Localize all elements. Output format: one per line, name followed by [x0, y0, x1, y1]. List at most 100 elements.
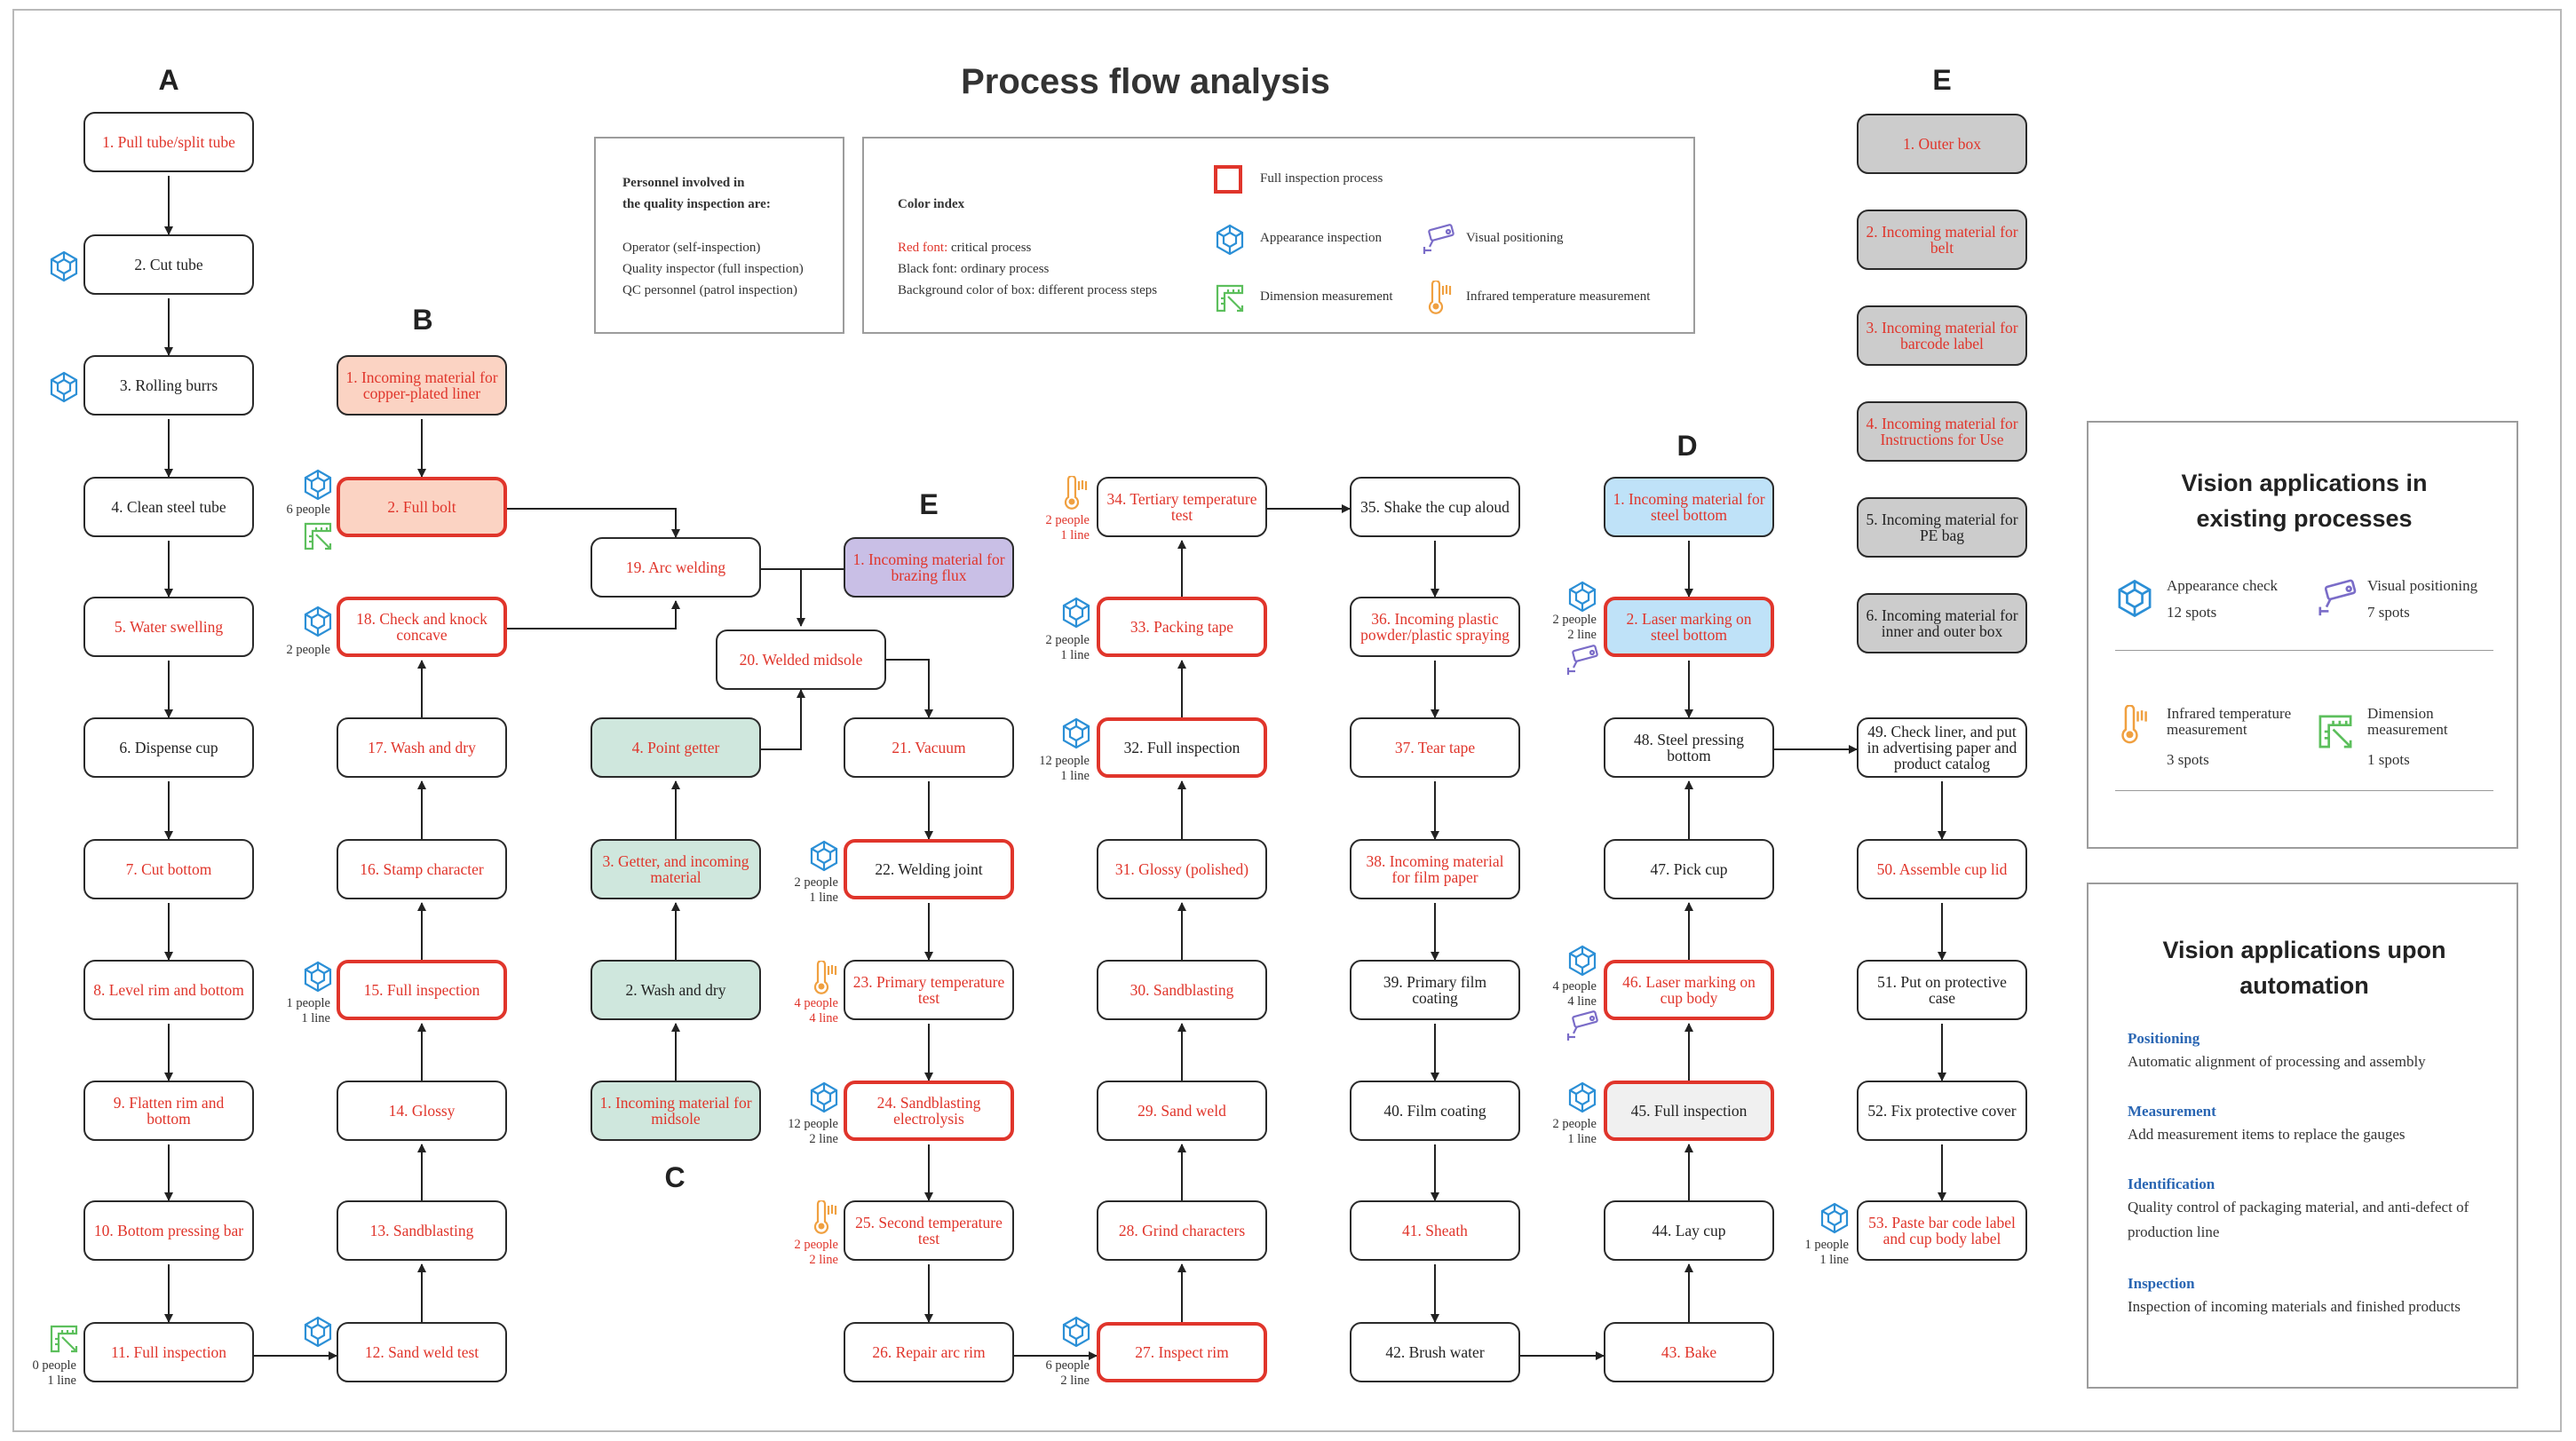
process-node-b20: 20. Welded midsole [716, 629, 886, 690]
appearance-inspection-icon [50, 250, 78, 282]
process-node-b1: 1. Incoming material for copper-plated l… [337, 355, 507, 416]
full-inspection-legend-swatch [1214, 165, 1242, 194]
appearance-inspection-icon [1062, 597, 1090, 629]
staffing-line: 1 people [1804, 1238, 1849, 1252]
staffing-line: 6 people [1045, 1358, 1090, 1373]
process-node-a2: 2. Cut tube [83, 234, 254, 295]
infrared-label-1: Infrared temperature [2167, 705, 2292, 722]
diagram-frame [12, 9, 2562, 1432]
process-node-a7: 7. Cut bottom [83, 839, 254, 899]
process-node-n24: 24. Sandblasting electrolysis [844, 1081, 1014, 1141]
personnel-box: Personnel involved in the quality inspec… [594, 137, 844, 334]
appearance-inspection-icon [1214, 224, 1246, 260]
staffing-line: 2 line [809, 1132, 838, 1146]
connector [761, 689, 805, 750]
infrared-count: 3 spots [2167, 751, 2209, 768]
staffing-line: 1 line [47, 1374, 76, 1388]
process-node-a9: 9. Flatten rim and bottom [83, 1081, 254, 1141]
process-node-e4: 4. Incoming material for Instructions fo… [1857, 401, 2027, 462]
column-label-d: D [1676, 430, 1698, 462]
process-node-d2: 2. Laser marking on steel bottom [1604, 597, 1774, 657]
process-node-a4: 4. Clean steel tube [83, 477, 254, 537]
process-node-e2: 2. Incoming material for belt [1857, 210, 2027, 270]
process-node-n47: 47. Pick cup [1604, 839, 1774, 899]
color-index-red-line: Red font: critical process [898, 241, 1031, 256]
process-node-b18: 18. Check and knock concave [337, 597, 507, 657]
identification-text: Quality control of packaging material, a… [2128, 1199, 2469, 1240]
staffing-line: 2 people [286, 643, 330, 657]
appearance-inspection-icon [1568, 581, 1597, 613]
process-node-c2: 2. Wash and dry [590, 960, 761, 1020]
process-node-e6: 6. Incoming material for inner and outer… [1857, 593, 2027, 653]
process-node-c1: 1. Incoming material for midsole [590, 1081, 761, 1141]
process-node-a8: 8. Level rim and bottom [83, 960, 254, 1020]
infrared-temperature-icon [813, 1200, 837, 1234]
personnel-item: Operator (self-inspection) [622, 241, 761, 255]
dimension-label-1: Dimension [2367, 705, 2434, 722]
process-node-a5: 5. Water swelling [83, 597, 254, 657]
staffing-line: 2 people [1045, 633, 1090, 647]
process-node-n45: 45. Full inspection [1604, 1081, 1774, 1141]
staffing-line: 1 people [286, 996, 330, 1010]
red-font-label: Red font: [898, 241, 948, 255]
staffing-line: 12 people [1039, 754, 1090, 768]
vision-automation-panel: Vision applications upon automation Posi… [2087, 883, 2518, 1389]
staffing-line: 2 people [1552, 1117, 1597, 1131]
appearance-inspection-icon [304, 1316, 332, 1348]
appearance-inspection-icon [1568, 1081, 1597, 1113]
process-node-b12: 12. Sand weld test [337, 1322, 507, 1382]
connector [886, 659, 933, 718]
process-node-n33: 33. Packing tape [1097, 597, 1267, 657]
process-node-c3: 3. Getter, and incoming material [590, 839, 761, 899]
red-font-text: critical process [947, 241, 1032, 255]
appearance-check-count: 12 spots [2167, 604, 2217, 621]
visual-positioning-icon [1421, 224, 1456, 260]
process-node-n27: 27. Inspect rim [1097, 1322, 1267, 1382]
color-index-box: Color index Red font: critical process B… [862, 137, 1695, 334]
staffing-line: 2 line [1060, 1374, 1090, 1388]
dimension-measurement-icon [1214, 282, 1246, 319]
process-node-e1mid: 1. Incoming material for brazing flux [844, 537, 1014, 598]
staffing-line: 1 line [1819, 1253, 1849, 1267]
legend-full-label: Full inspection process [1260, 171, 1383, 186]
process-node-n42: 42. Brush water [1350, 1322, 1520, 1382]
measurement-heading: Measurement [2128, 1103, 2216, 1120]
process-node-a10: 10. Bottom pressing bar [83, 1200, 254, 1261]
inspection-heading: Inspection [2128, 1275, 2195, 1292]
staffing-line: 1 line [301, 1011, 330, 1025]
staffing-line: 4 people [794, 996, 838, 1010]
process-node-n29: 29. Sand weld [1097, 1081, 1267, 1141]
process-node-n51: 51. Put on protective case [1857, 960, 2027, 1020]
connector [507, 600, 680, 629]
vision-existing-title-1: Vision applications in [2181, 470, 2428, 496]
identification-heading: Identification [2128, 1176, 2215, 1192]
personnel-heading-1: Personnel involved in [622, 176, 745, 190]
vision-existing-title-2: existing processes [2196, 505, 2413, 532]
process-node-n30: 30. Sandblasting [1097, 960, 1267, 1020]
visual-positioning-icon [1566, 645, 1599, 677]
process-node-n40: 40. Film coating [1350, 1081, 1520, 1141]
vision-automation-title-2: automation [2239, 972, 2369, 999]
appearance-inspection-icon [1062, 1316, 1090, 1348]
process-node-b2: 2. Full bolt [337, 477, 507, 537]
infrared-temperature-icon [813, 961, 837, 994]
positioning-text: Automatic alignment of processing and as… [2128, 1053, 2426, 1070]
appearance-inspection-icon [304, 961, 332, 993]
column-label-e-right: E [1932, 64, 1952, 96]
process-node-n35: 35. Shake the cup aloud [1350, 477, 1520, 537]
process-node-n36: 36. Incoming plastic powder/plastic spra… [1350, 597, 1520, 657]
staffing-line: 0 people [32, 1358, 76, 1373]
appearance-check-label: Appearance check [2167, 577, 2279, 594]
staffing-line: 1 line [1567, 1132, 1597, 1146]
visual-positioning-icon [1566, 1010, 1599, 1042]
process-node-n52: 52. Fix protective cover [1857, 1081, 2027, 1141]
staffing-note: 6 people [266, 503, 330, 518]
personnel-heading-2: the quality inspection are: [622, 197, 771, 211]
